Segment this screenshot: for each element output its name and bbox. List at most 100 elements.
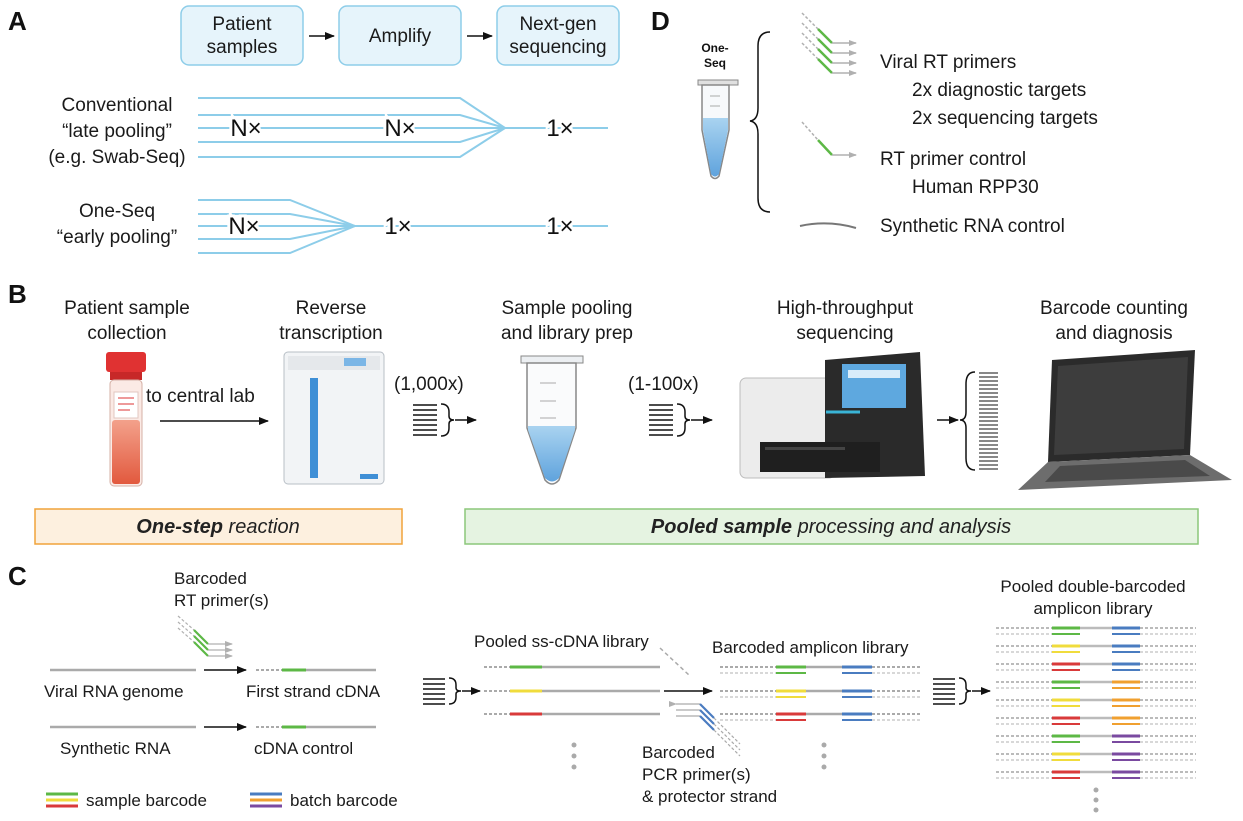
rpp30-label: Human RPP30 bbox=[912, 177, 1039, 198]
cdna-control-label: cDNA control bbox=[254, 739, 353, 758]
late-count-3: 1× bbox=[546, 115, 573, 142]
diagnostic-targets-label: 2x diagnostic targets bbox=[912, 80, 1086, 101]
batch-barcode-legend-icon bbox=[250, 792, 282, 808]
step3-title-2: and library prep bbox=[501, 323, 633, 344]
ellipsis-dots-1 bbox=[571, 742, 577, 770]
step2-title-1: Reverse bbox=[296, 298, 367, 319]
pooled-ss-cdna-label: Pooled ss-cDNA library bbox=[474, 632, 649, 651]
late-pooling-lines bbox=[198, 97, 608, 158]
rt-control-primer-icon bbox=[801, 121, 857, 158]
double-barcoded-label-2: amplicon library bbox=[1033, 599, 1153, 618]
flow-box-amplify: Amplify bbox=[338, 5, 462, 66]
oneseq-label-1: One-Seq bbox=[79, 201, 155, 222]
step1-title-2: collection bbox=[87, 323, 166, 344]
tube-label-2: Seq bbox=[704, 56, 726, 70]
viral-rt-primers-icon bbox=[801, 12, 857, 76]
conventional-label-1: Conventional bbox=[62, 95, 173, 116]
synthetic-rna-label: Synthetic RNA bbox=[60, 739, 171, 758]
conventional-label-2: “late pooling” bbox=[62, 121, 172, 142]
rt-primer-icon bbox=[177, 615, 233, 659]
flow-box-patient-samples-line1: Patient bbox=[212, 14, 272, 35]
step2-title-2: transcription bbox=[279, 323, 383, 344]
step1-title-1: Patient sample bbox=[64, 298, 190, 319]
svg-text:Pooled sample processing and a: Pooled sample processing and analysis bbox=[651, 516, 1011, 538]
sequencing-targets-label: 2x sequencing targets bbox=[912, 108, 1098, 129]
panel-label-b: B bbox=[8, 279, 27, 309]
pcr-primer-label-1: Barcoded bbox=[642, 743, 715, 762]
reads-stack-c2 bbox=[933, 678, 955, 705]
double-barcoded-library bbox=[996, 626, 1196, 779]
sample-barcode-legend-icon bbox=[46, 792, 78, 808]
pcr-primer-icon bbox=[669, 701, 741, 757]
conventional-label-3: (e.g. Swab-Seq) bbox=[48, 147, 185, 168]
to-central-lab-label: to central lab bbox=[146, 386, 255, 407]
reads-stack-2 bbox=[649, 404, 673, 436]
panel-label-d: D bbox=[651, 6, 670, 36]
pool-ratio-1-100x: (1-100x) bbox=[628, 374, 699, 395]
panel-label-a: A bbox=[8, 6, 27, 36]
tube-label-1: One- bbox=[701, 41, 728, 55]
pcr-primer-label-2: PCR primer(s) bbox=[642, 765, 751, 784]
pcr-primer-label-3: & protector strand bbox=[642, 787, 777, 806]
early-count-1: N× bbox=[228, 213, 259, 240]
pooled-rest: processing and analysis bbox=[792, 516, 1011, 538]
viral-rt-primers-label: Viral RT primers bbox=[880, 52, 1016, 73]
rt-primer-label-1: Barcoded bbox=[174, 569, 247, 588]
flow-box-sequencing: Next-gen sequencing bbox=[496, 5, 620, 66]
brace-c1 bbox=[448, 677, 462, 705]
sequencer-illustration bbox=[739, 352, 925, 479]
one-step-reaction-banner: One-step reaction bbox=[34, 508, 403, 545]
one-step-bold: One-step bbox=[136, 516, 223, 538]
first-strand-label: First strand cDNA bbox=[246, 682, 381, 701]
rt-primer-label-2: RT primer(s) bbox=[174, 591, 269, 610]
library-prep-tube bbox=[520, 355, 584, 485]
sample-barcode-legend-label: sample barcode bbox=[86, 791, 207, 810]
synthetic-rna-control-label: Synthetic RNA control bbox=[880, 216, 1065, 237]
synthetic-rna-icon bbox=[799, 222, 857, 229]
laptop-illustration bbox=[1018, 350, 1232, 490]
viral-rna-label: Viral RNA genome bbox=[44, 682, 184, 701]
pooled-ss-cdna-strands bbox=[484, 665, 660, 716]
pooled-processing-banner: Pooled sample processing and analysis bbox=[464, 508, 1199, 545]
oneseq-label-2: “early pooling” bbox=[57, 227, 177, 248]
late-count-1: N× bbox=[230, 115, 261, 142]
step4-title-1: High-throughput bbox=[777, 298, 914, 319]
brace-2 bbox=[676, 403, 691, 437]
brace-1 bbox=[440, 403, 455, 437]
brace-c2 bbox=[958, 677, 972, 705]
step4-title-2: sequencing bbox=[796, 323, 893, 344]
brace-3 bbox=[959, 371, 976, 471]
early-count-3: 1× bbox=[546, 213, 573, 240]
early-count-2: 1× bbox=[384, 213, 411, 240]
early-pooling-lines bbox=[198, 199, 608, 254]
step5-title-2: and diagnosis bbox=[1055, 323, 1172, 344]
barcoded-amplicon-label: Barcoded amplicon library bbox=[712, 638, 909, 657]
step3-title-1: Sample pooling bbox=[502, 298, 633, 319]
swab-tube-illustration bbox=[106, 352, 146, 487]
flow-box-amplify-label: Amplify bbox=[369, 26, 432, 47]
svg-text:One-step reaction: One-step reaction bbox=[136, 516, 299, 538]
double-barcoded-label-1: Pooled double-barcoded bbox=[1000, 577, 1185, 596]
panel-d-brace bbox=[749, 31, 771, 213]
pool-ratio-1000x: (1,000x) bbox=[394, 374, 464, 395]
reads-stack-1 bbox=[413, 404, 437, 436]
flow-box-sequencing-line1: Next-gen bbox=[519, 14, 596, 35]
pooled-bold: Pooled sample bbox=[651, 516, 792, 538]
panel-label-c: C bbox=[8, 561, 27, 591]
ellipsis-dots-3 bbox=[1093, 787, 1099, 813]
step5-title-1: Barcode counting bbox=[1040, 298, 1188, 319]
batch-barcode-legend-label: batch barcode bbox=[290, 791, 398, 810]
incubator-illustration bbox=[283, 351, 385, 485]
reads-stack-c1 bbox=[423, 678, 445, 705]
oneseq-tube: One- Seq bbox=[697, 41, 739, 180]
barcoded-amplicon-strands bbox=[720, 665, 920, 721]
flow-box-patient-samples: Patient samples bbox=[180, 5, 304, 66]
ellipsis-dots-2 bbox=[821, 742, 827, 770]
flow-box-patient-samples-line2: samples bbox=[207, 37, 278, 58]
one-step-rest: reaction bbox=[223, 516, 300, 538]
flow-box-sequencing-line2: sequencing bbox=[509, 37, 606, 58]
reads-stack-3 bbox=[979, 372, 998, 470]
late-count-2: N× bbox=[384, 115, 415, 142]
rt-primer-control-label: RT primer control bbox=[880, 149, 1026, 170]
